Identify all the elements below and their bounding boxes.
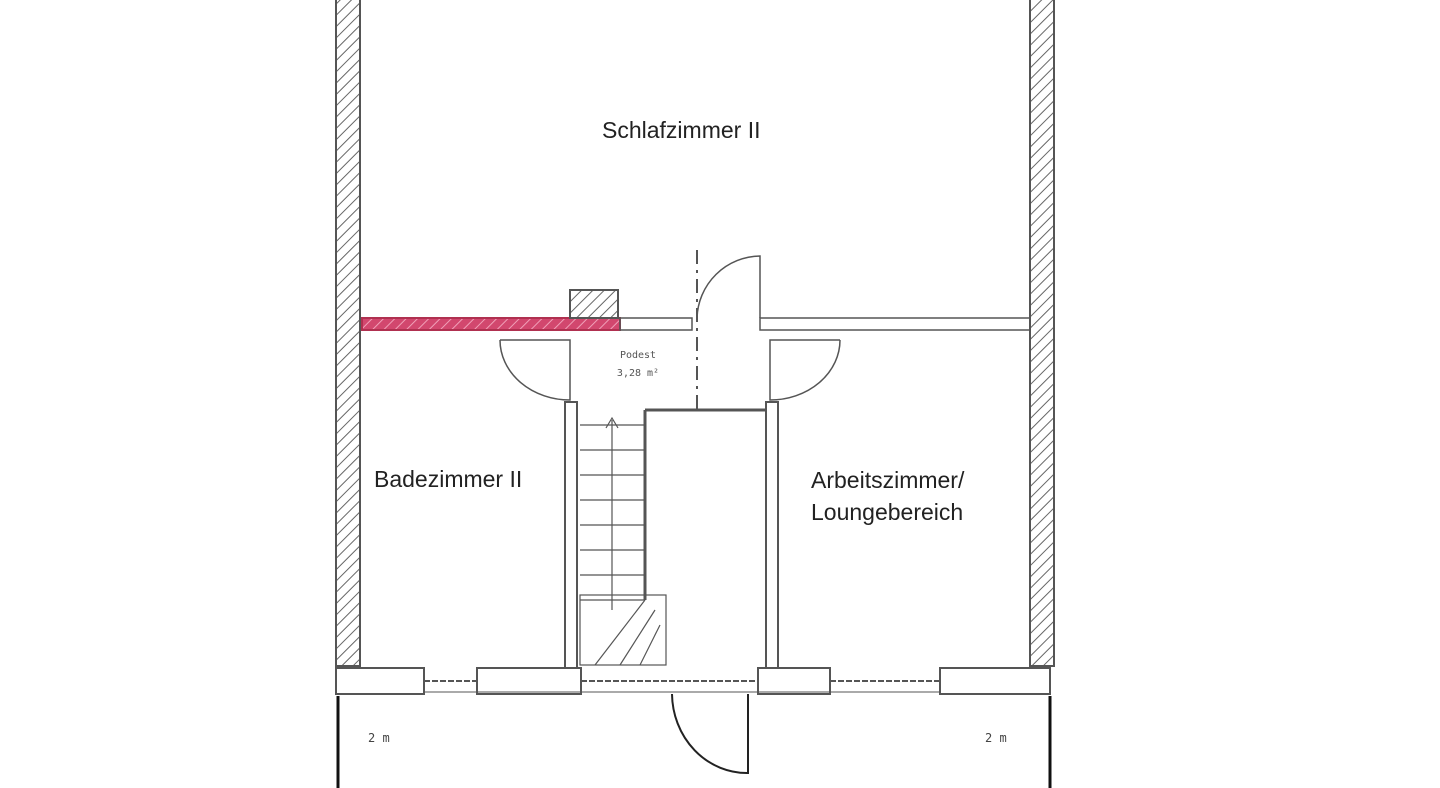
stair-wall-left [564,401,578,669]
room-label-bedroom: Schlafzimmer II [602,117,761,143]
door-swing-right [769,339,841,401]
landing-area: 3,28 m² [616,368,660,379]
landing-label: Podest 3,28 m² [610,347,666,383]
door-swing-top [696,255,761,319]
door-swing-left [499,339,571,401]
landing-name: Podest [619,350,657,361]
stair-wall-right [765,401,779,669]
right-exterior-wall [1029,0,1055,667]
room-label-study: Arbeitszimmer/ Loungebereich [811,464,964,528]
room-label-bathroom: Badezimmer II [374,466,523,492]
room-label-study-line2: Loungebereich [811,499,964,525]
left-exterior-wall [335,0,361,667]
highlighted-wall [361,317,621,331]
front-wall [335,667,1051,695]
dimension-right: 2 m [985,731,1007,745]
staircase [579,416,667,666]
chimney [569,289,619,319]
front-door [671,693,749,775]
room-label-study-line1: Arbeitszimmer/ [811,467,965,493]
dimension-left: 2 m [368,731,390,745]
